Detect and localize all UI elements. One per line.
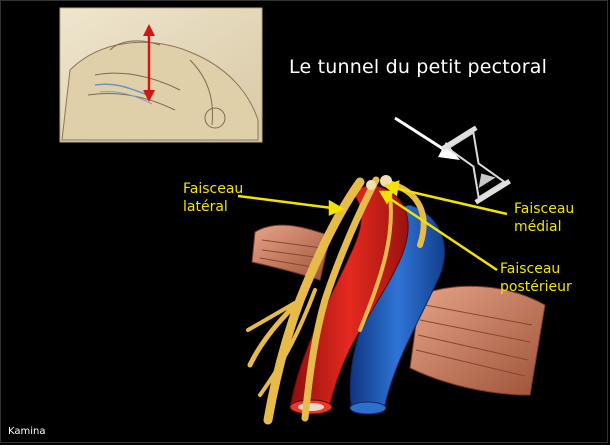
slide: Le tunnel du petit pectoral Faisceau lat…	[0, 0, 610, 445]
slide-border	[0, 0, 608, 443]
